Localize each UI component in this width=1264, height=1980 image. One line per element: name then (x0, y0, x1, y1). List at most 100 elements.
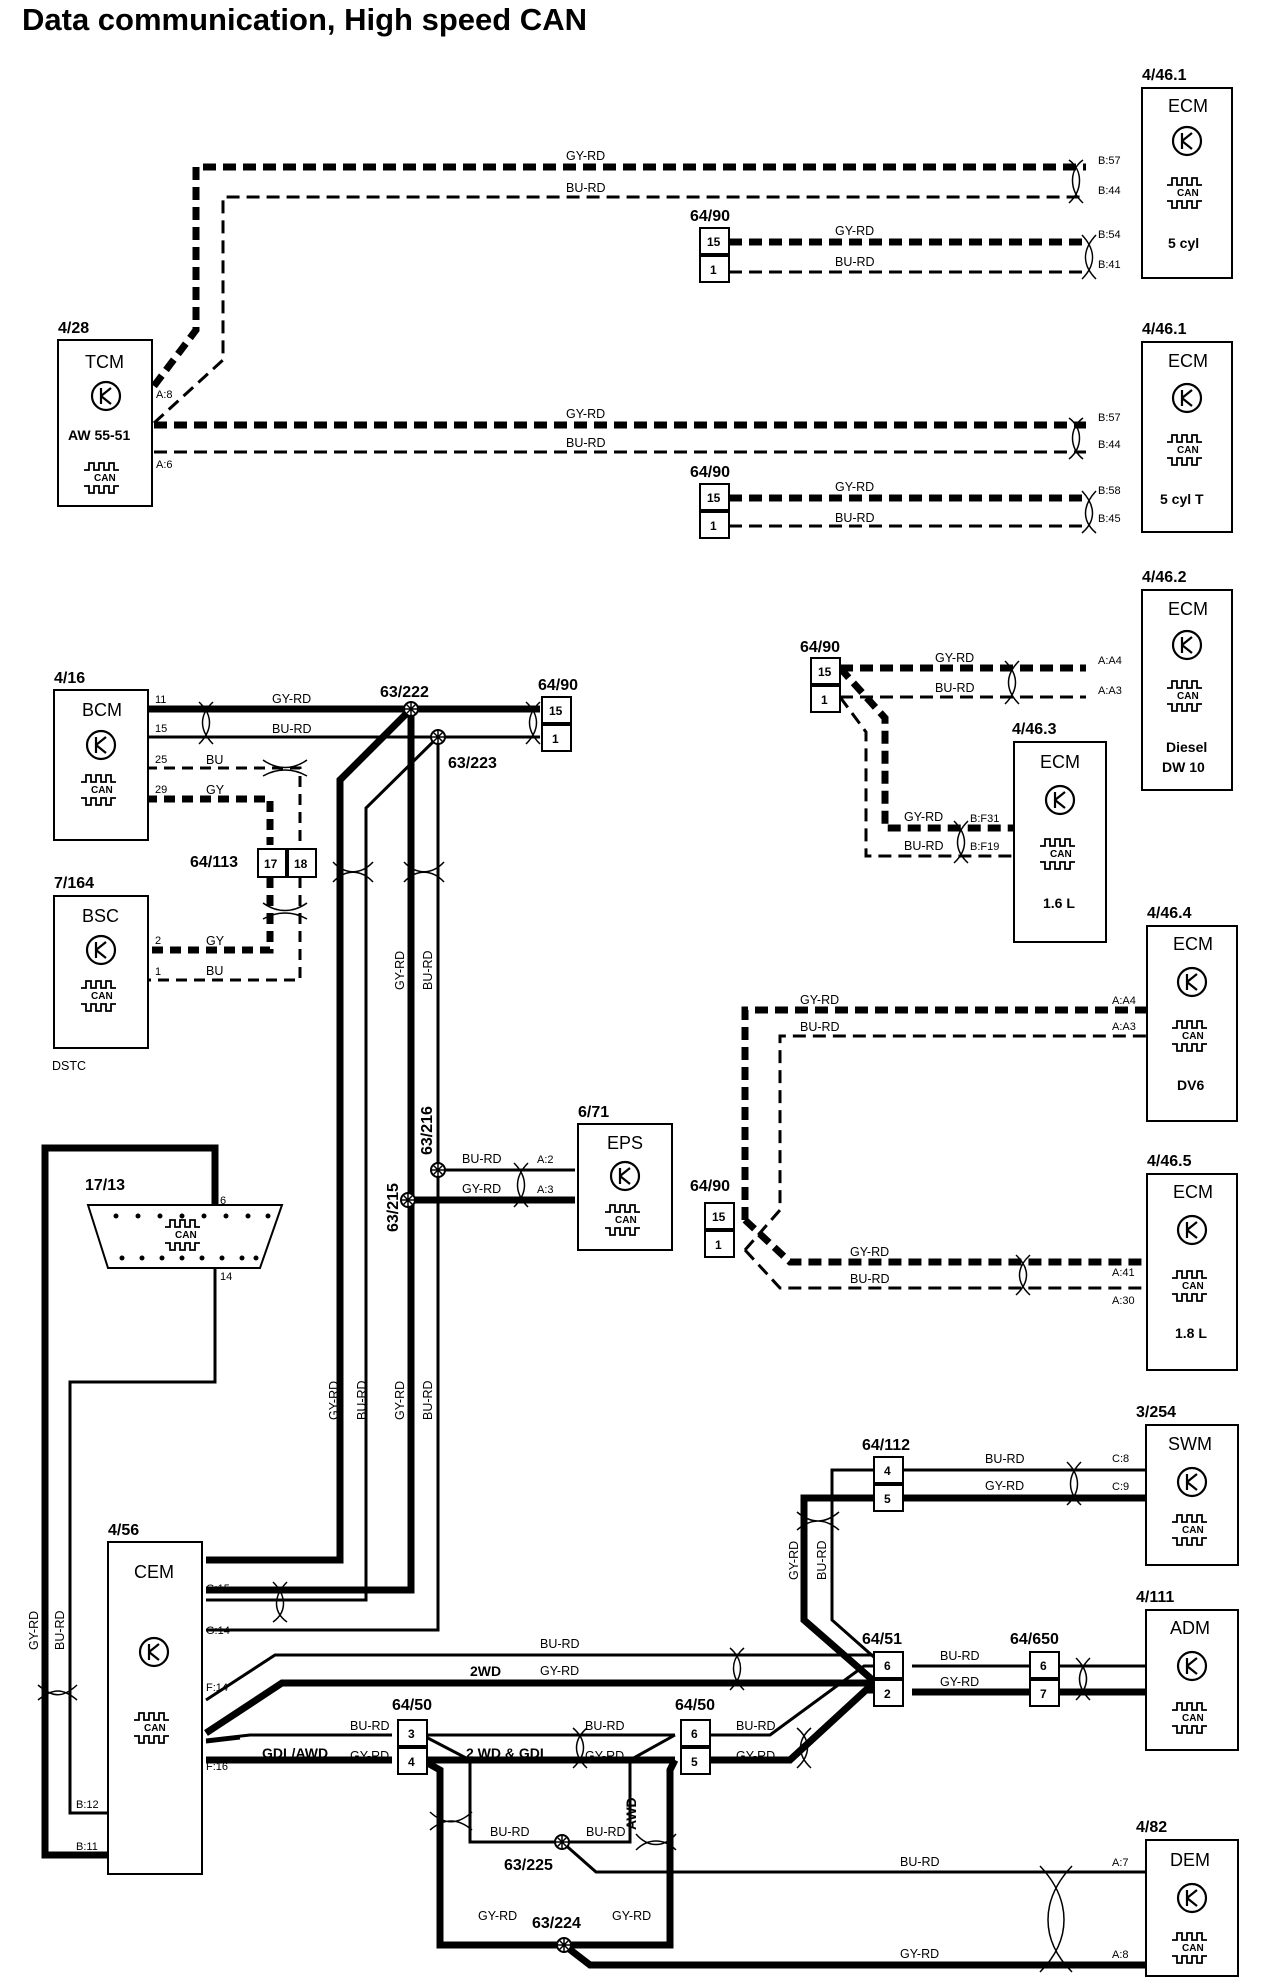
pin-label: B:58 (1098, 485, 1121, 497)
svg-text:GY-RD: GY-RD (327, 1381, 341, 1420)
svg-text:CAN: CAN (1182, 1943, 1204, 1954)
svg-text:GY: GY (206, 783, 225, 797)
svg-text:7/164: 7/164 (54, 875, 94, 892)
connector-64-90-a: 64/90 15 1 (690, 208, 730, 283)
svg-text:CAN: CAN (94, 473, 116, 484)
svg-text:C:8: C:8 (1112, 1453, 1129, 1465)
svg-text:GY-RD: GY-RD (985, 1479, 1024, 1493)
svg-text:A:7: A:7 (1112, 1857, 1129, 1869)
svg-text:CAN: CAN (1182, 1031, 1204, 1042)
svg-text:BU-RD: BU-RD (900, 1855, 940, 1869)
svg-text:15: 15 (155, 723, 167, 735)
svg-text:64/113: 64/113 (190, 854, 238, 871)
wire-label: BU-RD (566, 181, 606, 195)
svg-text:ADM: ADM (1170, 1618, 1210, 1638)
svg-text:A:41: A:41 (1112, 1267, 1135, 1279)
svg-text:4/111: 4/111 (1136, 1589, 1174, 1606)
svg-text:CAN: CAN (1182, 1525, 1204, 1536)
svg-text:GY-RD: GY-RD (478, 1909, 517, 1923)
svg-text:1.6 L: 1.6 L (1043, 895, 1075, 911)
svg-text:5 cyl: 5 cyl (1168, 235, 1199, 251)
svg-text:1: 1 (715, 1238, 722, 1252)
svg-text:F:16: F:16 (206, 1761, 228, 1773)
cem-trunk-wires: BU-RD GY-RD A:2 A:3 GY-RD BU-RD GY-RD BU… (206, 706, 575, 1632)
svg-text:64/90: 64/90 (690, 208, 730, 225)
svg-text:15: 15 (707, 491, 721, 505)
svg-text:4/16: 4/16 (54, 670, 85, 687)
svg-text:DW 10: DW 10 (1162, 759, 1205, 775)
svg-text:BU-RD: BU-RD (585, 1719, 625, 1733)
svg-text:CAN: CAN (144, 1723, 166, 1734)
svg-text:63/222: 63/222 (380, 684, 429, 701)
wire-label: BU-RD (835, 255, 875, 269)
svg-text:ECM: ECM (1173, 934, 1213, 954)
svg-text:BCM: BCM (82, 700, 122, 720)
svg-text:DEM: DEM (1170, 1850, 1210, 1870)
pin-label: B:44 (1098, 185, 1121, 197)
svg-text:G:15: G:15 (206, 1583, 230, 1595)
svg-text:BU-RD: BU-RD (272, 722, 312, 736)
tcm-ecm-wires: GY-RD BU-RD GY-RD BU-RD GY-RD BU-RD GY-R… (151, 149, 1121, 534)
svg-text:BU-RD: BU-RD (904, 839, 944, 853)
dv6-18-wires: GY-RD BU-RD GY-RD BU-RD A:A4 A:A3 A:41 A… (741, 993, 1146, 1307)
pin-label: A:6 (156, 459, 173, 471)
svg-text:18: 18 (294, 857, 308, 871)
svg-text:GDL/AWD: GDL/AWD (262, 1745, 328, 1761)
svg-text:CAN: CAN (1177, 445, 1199, 456)
svg-text:BU-RD: BU-RD (350, 1719, 390, 1733)
pin-label: B:57 (1098, 412, 1121, 424)
svg-text:64/90: 64/90 (690, 464, 730, 481)
svg-text:2 WD & GDL: 2 WD & GDL (466, 1745, 549, 1761)
svg-text:GY-RD: GY-RD (393, 951, 407, 990)
svg-text:4/46.1: 4/46.1 (1142, 321, 1187, 338)
svg-text:64/90: 64/90 (800, 639, 840, 656)
svg-text:63/224: 63/224 (532, 1915, 581, 1932)
svg-text:BU-RD: BU-RD (421, 950, 435, 990)
svg-text:SWM: SWM (1168, 1434, 1212, 1454)
svg-text:ECM: ECM (1168, 599, 1208, 619)
svg-text:B:12: B:12 (76, 1799, 99, 1811)
svg-text:GY-RD: GY-RD (540, 1664, 579, 1678)
svg-text:15: 15 (549, 704, 563, 718)
svg-text:29: 29 (155, 784, 167, 796)
connector-64-50-right: 64/50 6 5 (675, 1697, 715, 1775)
svg-text:G:14: G:14 (206, 1625, 230, 1637)
svg-text:GY-RD: GY-RD (350, 1749, 389, 1763)
svg-text:A:A4: A:A4 (1112, 995, 1136, 1007)
svg-text:1: 1 (552, 732, 559, 746)
svg-text:GY-RD: GY-RD (904, 810, 943, 824)
adm-module: 4/111 ADM CAN (1136, 1589, 1239, 1751)
svg-text:GY-RD: GY-RD (585, 1749, 624, 1763)
svg-text:BU-RD: BU-RD (490, 1825, 530, 1839)
svg-text:GY-RD: GY-RD (935, 651, 974, 665)
connector-64-90-b: 64/90 15 1 (690, 464, 730, 539)
wire-label: GY-RD (566, 407, 605, 421)
diesel-16-wires: GY-RD BU-RD GY-RD BU-RD A:A4 A:A3 B:F31 … (837, 651, 1122, 864)
svg-text:5: 5 (691, 1755, 698, 1769)
svg-text:1: 1 (710, 519, 717, 533)
svg-text:B:F31: B:F31 (970, 813, 999, 825)
svg-text:63/216: 63/216 (419, 1106, 436, 1155)
svg-text:BU-RD: BU-RD (800, 1020, 840, 1034)
pin-label: B:44 (1098, 439, 1121, 451)
svg-text:A:A4: A:A4 (1098, 655, 1122, 667)
svg-text:25: 25 (155, 754, 167, 766)
svg-text:GY-RD: GY-RD (850, 1245, 889, 1259)
svg-text:GY: GY (206, 934, 225, 948)
svg-text:7: 7 (1040, 1687, 1047, 1701)
svg-text:DSTC: DSTC (52, 1059, 86, 1073)
pin-label: B:45 (1098, 513, 1121, 525)
pin-label: B:41 (1098, 259, 1121, 271)
svg-text:2: 2 (884, 1687, 891, 1701)
svg-text:GY-RD: GY-RD (272, 692, 311, 706)
svg-text:64/50: 64/50 (392, 1697, 432, 1714)
svg-text:BU-RD: BU-RD (935, 681, 975, 695)
svg-text:4/46.3: 4/46.3 (1012, 721, 1057, 738)
ecm-16-module: 4/46.3 ECM CAN 1.6 L (1012, 721, 1107, 943)
svg-text:BU-RD: BU-RD (736, 1719, 776, 1733)
wire-label: BU-RD (566, 436, 606, 450)
svg-text:GY-RD: GY-RD (462, 1182, 501, 1196)
svg-text:BU-RD: BU-RD (53, 1610, 67, 1650)
svg-text:BU-RD: BU-RD (815, 1540, 829, 1580)
svg-text:DV6: DV6 (1177, 1077, 1204, 1093)
